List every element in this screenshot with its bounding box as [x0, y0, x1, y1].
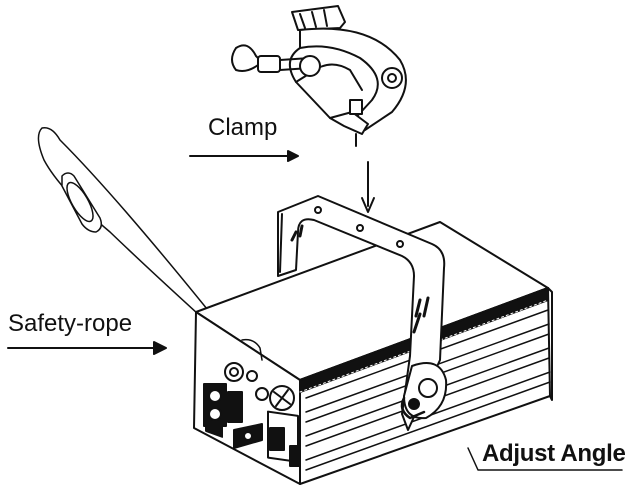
safety-rope-label: Safety-rope: [8, 310, 133, 337]
adjust-angle-leader: [467, 447, 623, 471]
mount-arrow: [361, 161, 375, 213]
safety-rope-arrow: [7, 341, 167, 355]
clamp-arrow: [189, 150, 299, 162]
safety-rope-illustration: [37, 127, 241, 353]
angle-adjust-knob: [400, 362, 448, 420]
clamp-illustration: [231, 5, 407, 147]
adjust-angle-label: Adjust Angle: [482, 440, 626, 467]
clamp-label: Clamp: [208, 114, 278, 141]
rear-panel: [203, 338, 301, 467]
mounting-bracket: [277, 195, 446, 431]
